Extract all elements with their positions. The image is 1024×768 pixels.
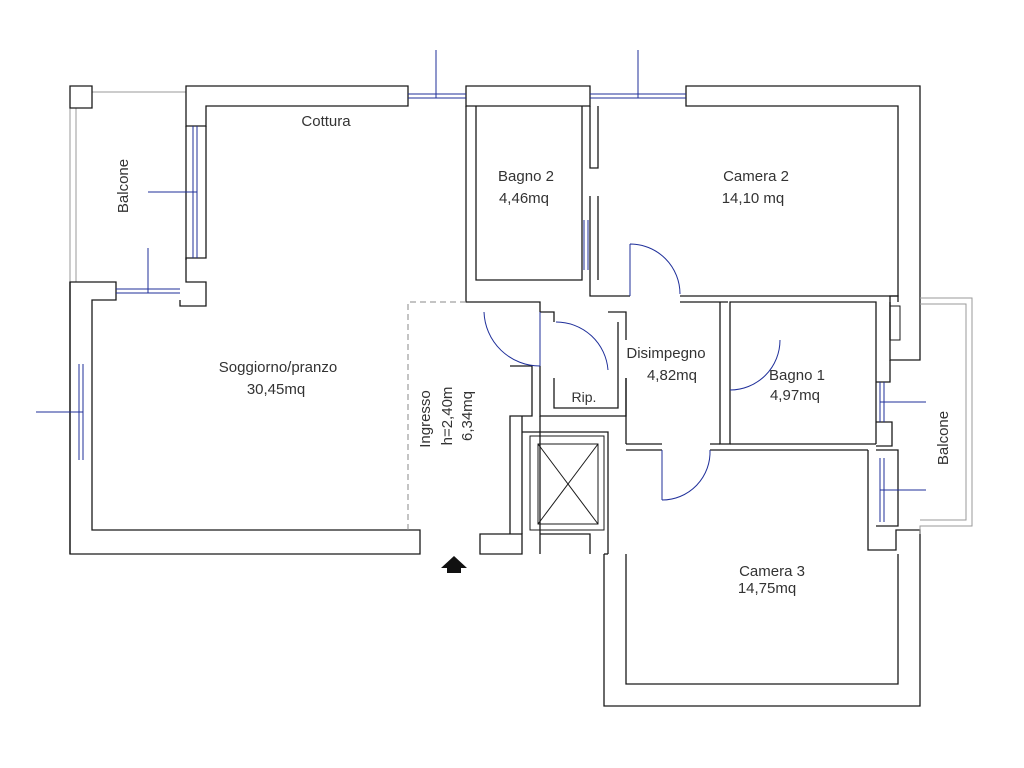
- label-bagno2: Bagno 2: [498, 168, 554, 185]
- interior-walls: [465, 106, 899, 555]
- windows: [36, 50, 926, 522]
- area-bagno2: 4,46mq: [499, 190, 549, 207]
- label-cottura: Cottura: [301, 113, 351, 130]
- elevator-shaft-icon: [529, 435, 605, 531]
- label-ripostiglio: Rip.: [572, 389, 597, 405]
- height-ingresso: h=2,40m: [439, 387, 456, 446]
- door-soggiorno: [483, 311, 541, 367]
- label-camera2: Camera 2: [723, 168, 789, 185]
- label-ingresso: Ingresso: [417, 390, 434, 448]
- label-balcone-right: Balcone: [935, 411, 952, 465]
- label-balcone-left: Balcone: [115, 159, 132, 213]
- door-ripostiglio: [555, 321, 609, 371]
- label-soggiorno: Soggiorno/pranzo: [219, 359, 337, 376]
- label-disimpegno: Disimpegno: [626, 345, 705, 362]
- balcony-left: [69, 91, 186, 282]
- entrance-arrow-icon: [441, 556, 467, 573]
- area-camera3: 14,75mq: [738, 580, 796, 597]
- door-camera3: [661, 449, 711, 501]
- label-bagno1: Bagno 1: [769, 367, 825, 384]
- exterior-walls: [69, 85, 921, 707]
- wall-niche: [889, 305, 901, 341]
- door-camera2: [629, 243, 681, 296]
- doors: [483, 243, 781, 501]
- door-bagno1: [729, 339, 781, 391]
- balcony-right: [919, 297, 973, 534]
- area-camera2: 14,10 mq: [722, 190, 785, 207]
- area-soggiorno: 30,45mq: [247, 381, 305, 398]
- ingresso-area: [407, 301, 466, 530]
- area-ingresso: 6,34mq: [459, 391, 476, 441]
- area-disimpegno: 4,82mq: [647, 367, 697, 384]
- label-camera3: Camera 3: [739, 563, 805, 580]
- area-bagno1: 4,97mq: [770, 387, 820, 404]
